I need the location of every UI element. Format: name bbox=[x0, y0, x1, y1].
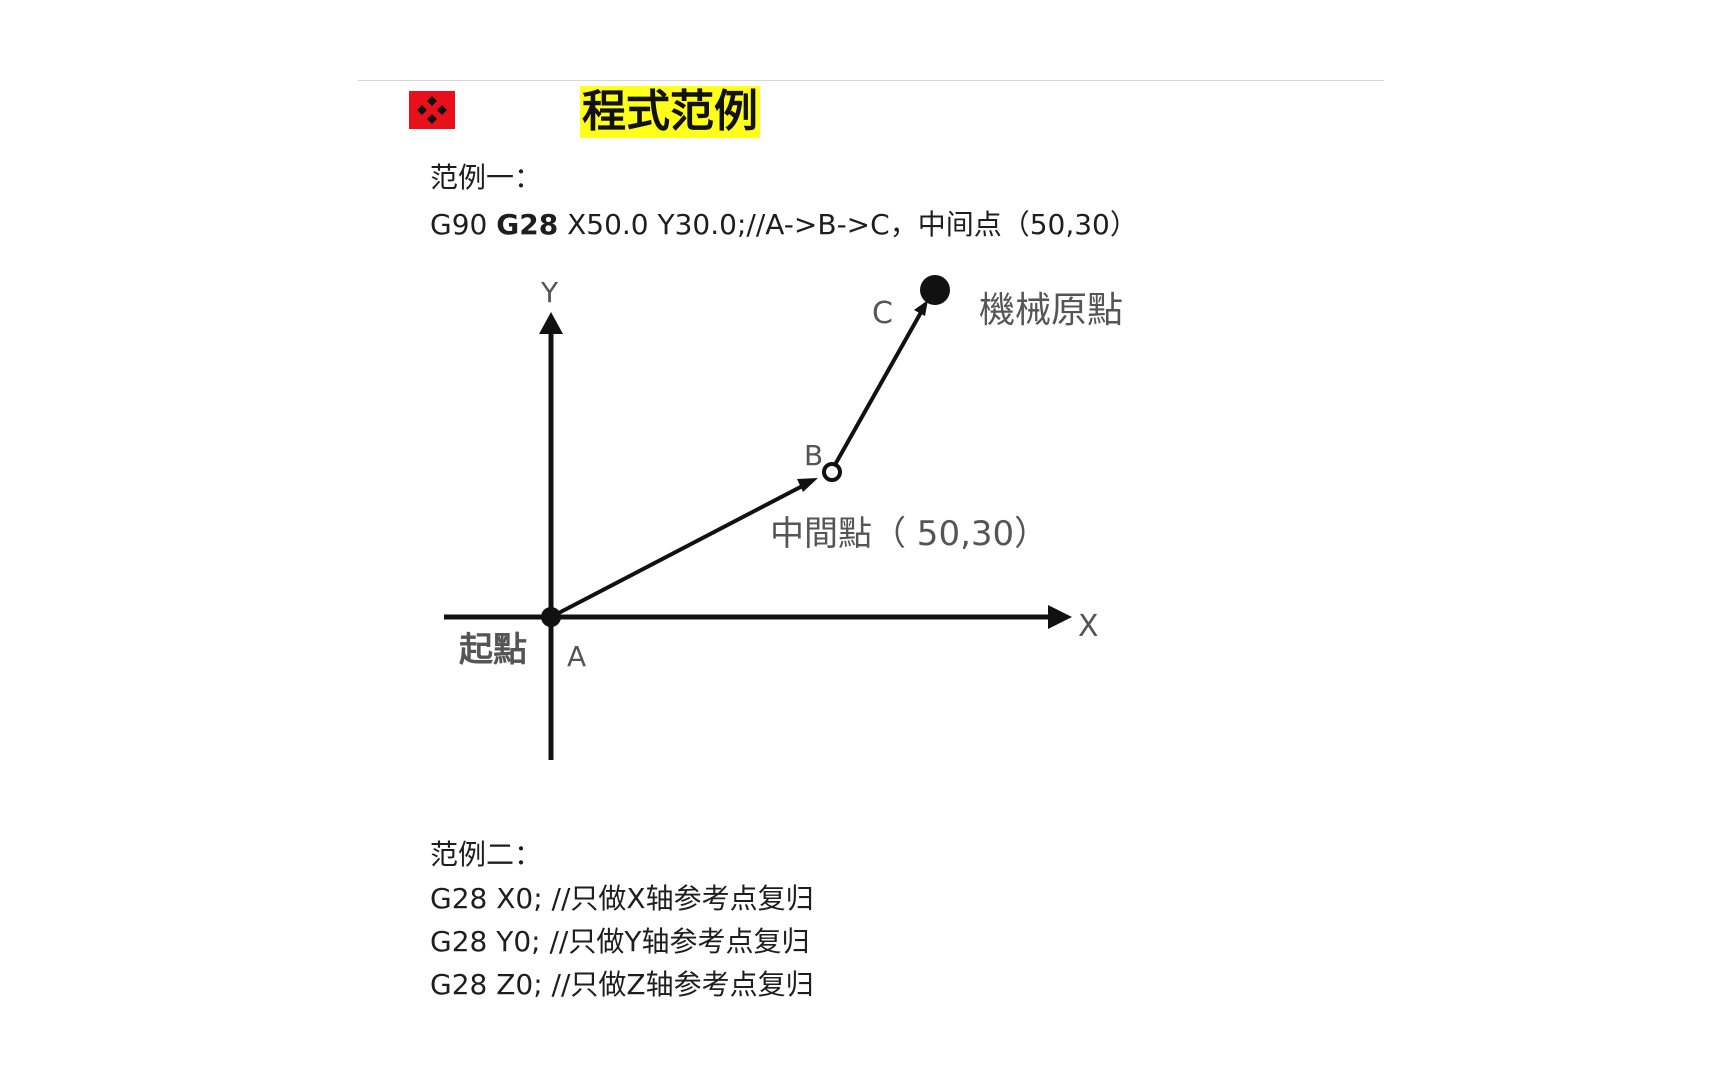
y-axis-label: Y bbox=[540, 276, 559, 309]
path-b-to-c bbox=[830, 306, 926, 471]
point-a-label: A bbox=[567, 640, 586, 673]
code-prefix: G90 bbox=[430, 208, 497, 241]
example2-line-1: G28 X0; //只做X轴参考点复归 bbox=[430, 882, 814, 915]
point-b-marker bbox=[822, 462, 842, 482]
code-suffix: X50.0 Y30.0;//A->B->C，中间点（50,30） bbox=[558, 208, 1138, 241]
example2-line-2: G28 Y0; //只做Y轴参考点复归 bbox=[430, 925, 810, 958]
example2-line-3: G28 Z0; //只做Z轴参考点复归 bbox=[430, 968, 814, 1001]
slide-title: 程式范例 bbox=[580, 86, 760, 138]
point-a-marker bbox=[541, 607, 561, 627]
top-divider bbox=[358, 80, 1384, 81]
diamond-bullet-icon bbox=[409, 91, 455, 129]
x-axis-arrow-icon bbox=[1048, 605, 1072, 629]
example1-label: 范例一： bbox=[430, 161, 543, 194]
point-c-marker bbox=[920, 275, 950, 305]
path-b-to-c-arrow-icon bbox=[914, 300, 928, 316]
machine-origin-label: 機械原點 bbox=[979, 290, 1123, 331]
y-axis-arrow-icon bbox=[539, 312, 563, 334]
intermediate-point-label: 中間點（ 50,30） bbox=[770, 514, 1048, 554]
path-a-to-b-arrow-icon bbox=[797, 478, 818, 492]
start-point-label: 起點 bbox=[459, 630, 527, 670]
point-b-label: B bbox=[804, 439, 823, 472]
path-a-to-b bbox=[550, 479, 813, 619]
example2-label: 范例二： bbox=[430, 838, 543, 871]
x-axis-label: X bbox=[1078, 609, 1099, 644]
code-g28: G28 bbox=[496, 208, 559, 241]
example1-code: G90 G28 X50.0 Y30.0;//A->B->C，中间点（50,30） bbox=[430, 208, 1138, 242]
point-c-label: C bbox=[872, 296, 893, 331]
